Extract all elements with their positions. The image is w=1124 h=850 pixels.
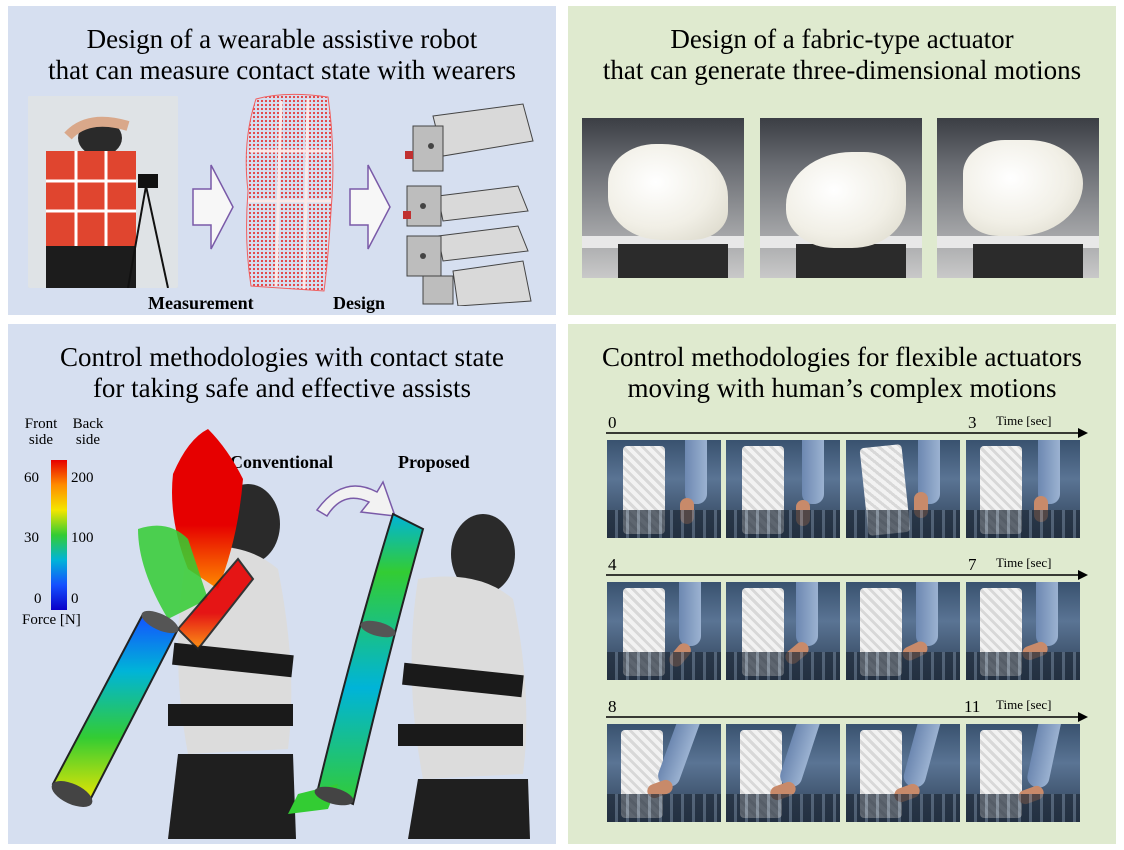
motion-frame: [607, 440, 721, 538]
actuator-photo: [582, 118, 744, 278]
time-end-label: 3: [968, 413, 977, 432]
colorbar: [51, 460, 67, 610]
panel-contact-control: Control methodologies with contact state…: [8, 324, 556, 844]
panel-actuator-design-title: Design of a fabric-type actuator that ca…: [602, 24, 1082, 85]
panel-flexible-control: Control methodologies for flexible actua…: [568, 324, 1116, 844]
colorbar-back-tick: 200: [71, 470, 94, 486]
time-unit-label: Time [sec]: [996, 413, 1052, 428]
label-conventional: Conventional: [230, 452, 334, 472]
motion-frame: [846, 582, 960, 680]
motion-frame: [607, 724, 721, 822]
motion-frame: [966, 724, 1080, 822]
time-unit-label: Time [sec]: [996, 555, 1052, 570]
proposed-assist-figure: [288, 512, 530, 839]
label-measurement: Measurement: [148, 293, 254, 313]
measurement-photo-figure: [28, 96, 178, 288]
time-start-label: 8: [608, 697, 617, 716]
robot-cad-figure: [403, 103, 534, 306]
colorbar-back-label: Back side: [72, 416, 104, 448]
arrow-right-icon: [192, 164, 234, 250]
actuator-photo: [937, 118, 1099, 278]
panel-flexible-control-title: Control methodologies for flexible actua…: [602, 342, 1082, 403]
time-start-label: 4: [608, 555, 617, 574]
label-design: Design: [333, 293, 386, 313]
time-end-label: 11: [964, 697, 981, 716]
conventional-assist-figure: [51, 429, 296, 839]
measurement-photo: [28, 96, 178, 288]
motion-frame: [966, 440, 1080, 538]
point-cloud-figure: [245, 93, 334, 292]
time-axis-arrow-icon: [606, 570, 1088, 580]
panel-contact-control-title: Control methodologies with contact state…: [60, 342, 504, 403]
colorbar-back-tick: 100: [71, 530, 94, 546]
time-start-label: 0: [608, 413, 617, 432]
actuator-photo: [760, 118, 922, 278]
colorbar-front-label: Front side: [24, 416, 58, 448]
colorbar-back-tick: 0: [71, 591, 79, 607]
motion-frame: [846, 440, 960, 538]
time-axis-arrow-icon: [606, 712, 1088, 722]
colorbar-unit-label: Force [N]: [22, 612, 81, 628]
panel-robot-design-title: Design of a wearable assistive robot tha…: [48, 24, 516, 85]
panel-robot-design: Design of a wearable assistive robot tha…: [8, 6, 556, 315]
panel-actuator-design: Design of a fabric-type actuator that ca…: [568, 6, 1116, 315]
time-unit-label: Time [sec]: [996, 697, 1052, 712]
motion-frame: [607, 582, 721, 680]
colorbar-front-tick: 0: [34, 591, 42, 607]
motion-frame: [726, 440, 840, 538]
label-proposed: Proposed: [398, 452, 470, 472]
motion-frame: [846, 724, 960, 822]
motion-frame: [726, 724, 840, 822]
time-end-label: 7: [968, 555, 977, 574]
motion-frame: [966, 582, 1080, 680]
colorbar-front-tick: 30: [24, 530, 39, 546]
motion-frame: [726, 582, 840, 680]
colorbar-front-tick: 60: [24, 470, 39, 486]
arrow-right-icon: [349, 164, 391, 250]
time-axis-arrow-icon: [606, 428, 1088, 438]
